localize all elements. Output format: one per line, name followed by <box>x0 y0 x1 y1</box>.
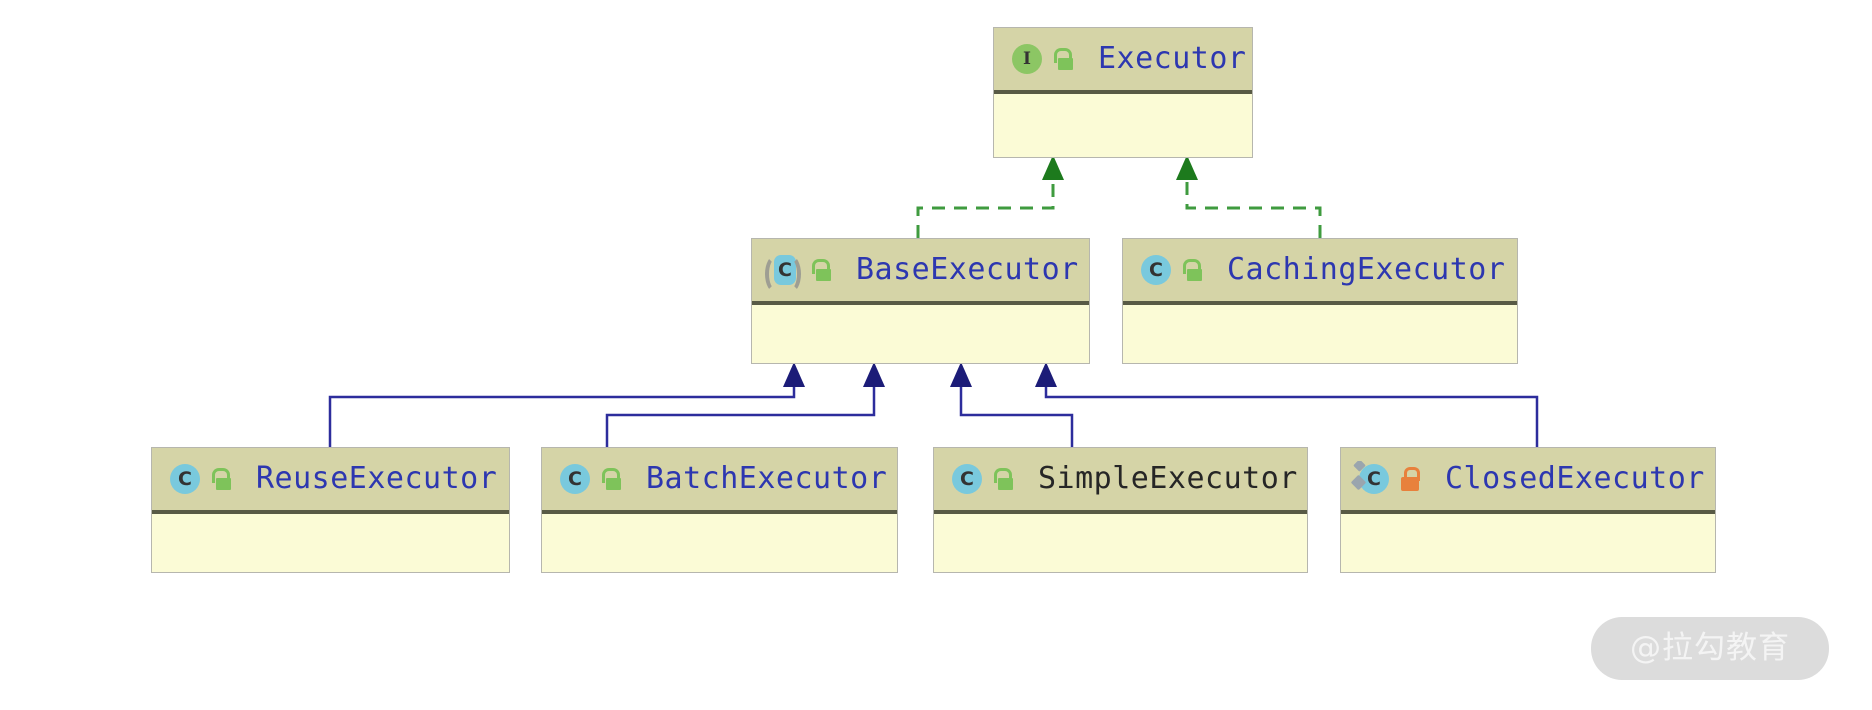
class-name-caching-executor: CachingExecutor <box>1227 252 1506 287</box>
class-members-batch-executor <box>542 514 897 572</box>
unlocked-green-icon <box>1050 46 1076 72</box>
class-header-batch-executor: C BatchExecutor <box>542 448 897 514</box>
class-name-reuse-executor: ReuseExecutor <box>256 461 498 496</box>
watermark-text: @拉勾教育 <box>1630 630 1790 666</box>
class-name-batch-executor: BatchExecutor <box>646 461 888 496</box>
class-circle-icon: C <box>1137 253 1171 287</box>
class-name-simple-executor: SimpleExecutor <box>1038 461 1298 496</box>
class-node-executor[interactable]: I Executor <box>993 27 1253 158</box>
class-header-simple-executor: C SimpleExecutor <box>934 448 1307 514</box>
unlocked-green-icon <box>808 257 834 283</box>
abstract-class-circle-icon: C <box>765 253 801 293</box>
edge-batch-extends-base <box>605 362 885 447</box>
class-node-base-executor[interactable]: C BaseExecutor <box>751 238 1090 364</box>
class-name-base-executor: BaseExecutor <box>856 252 1079 287</box>
class-header-executor: I Executor <box>994 28 1252 94</box>
class-header-closed-executor: C ClosedExecutor <box>1341 448 1715 514</box>
class-circle-icon: C <box>948 462 982 496</box>
class-header-caching-executor: C CachingExecutor <box>1123 239 1517 305</box>
edge-base-realizes-executor <box>916 155 1064 238</box>
edge-reuse-extends-base <box>328 362 805 447</box>
class-circle-icon: C <box>166 462 200 496</box>
class-name-executor: Executor <box>1098 41 1247 76</box>
class-name-closed-executor: ClosedExecutor <box>1445 461 1705 496</box>
unlocked-green-icon <box>598 466 624 492</box>
class-members-executor <box>994 94 1252 157</box>
class-node-closed-executor[interactable]: C ClosedExecutor <box>1340 447 1716 573</box>
class-header-base-executor: C BaseExecutor <box>752 239 1089 305</box>
class-header-reuse-executor: C ReuseExecutor <box>152 448 509 514</box>
edge-simple-extends-base <box>950 362 1074 447</box>
class-node-simple-executor[interactable]: C SimpleExecutor <box>933 447 1308 573</box>
unlocked-green-icon <box>990 466 1016 492</box>
static-class-circle-icon: C <box>1351 461 1389 496</box>
class-members-reuse-executor <box>152 514 509 572</box>
edge-caching-realizes-executor <box>1176 155 1322 238</box>
class-node-caching-executor[interactable]: C CachingExecutor <box>1122 238 1518 364</box>
class-members-closed-executor <box>1341 514 1715 572</box>
interface-circle-icon: I <box>1008 42 1042 76</box>
class-node-batch-executor[interactable]: C BatchExecutor <box>541 447 898 573</box>
static-marker-icon <box>1351 461 1366 490</box>
locked-orange-icon <box>1397 466 1423 492</box>
class-members-caching-executor <box>1123 305 1517 363</box>
class-members-simple-executor <box>934 514 1307 572</box>
class-node-reuse-executor[interactable]: C ReuseExecutor <box>151 447 510 573</box>
watermark-badge: @拉勾教育 <box>1591 617 1829 680</box>
unlocked-green-icon <box>1179 257 1205 283</box>
class-circle-icon: C <box>556 462 590 496</box>
edge-closed-extends-base <box>1035 362 1539 447</box>
unlocked-green-icon <box>208 466 234 492</box>
class-members-base-executor <box>752 305 1089 363</box>
